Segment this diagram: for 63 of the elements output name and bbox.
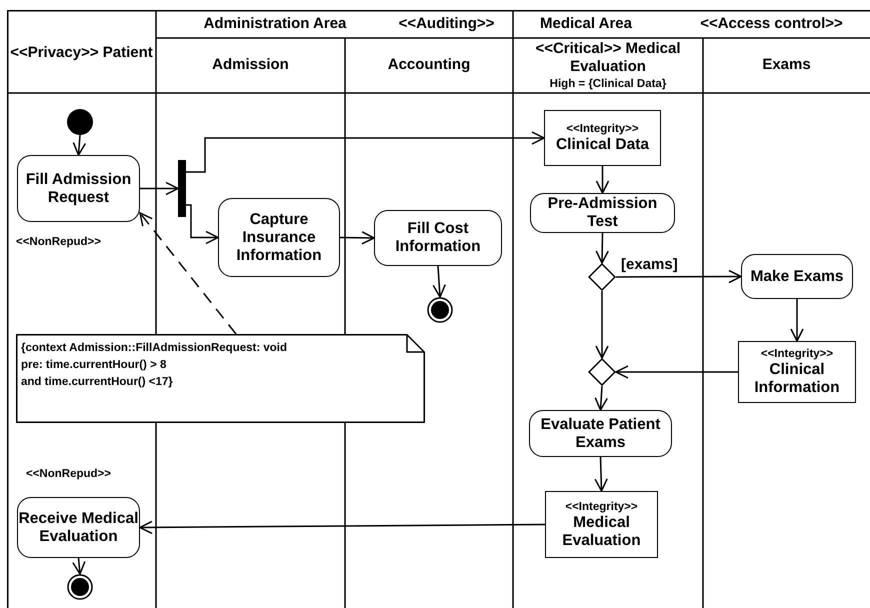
final-node [67,574,93,600]
lane-title: <<Critical>> Medical Evaluation [534,40,682,76]
flow-arrow [594,386,608,411]
final-node [427,297,453,323]
flow-arrow [596,166,610,194]
action-box [218,198,340,277]
dependency-arrow [139,212,237,334]
node-label: Pre-Admission Test [546,195,658,231]
flow-arrow [432,266,446,298]
flow-arrow [616,270,742,284]
lane-group-title: Medical Area [539,15,633,33]
lane-title: <<Privacy>> Patient [9,44,154,62]
flow-arrow [186,131,545,173]
decision-diamond [588,263,616,291]
initial-node [67,109,93,135]
flow-arrow [615,365,738,379]
stereotype-label: <<NonRepud>> [26,467,111,482]
stereotype-label: <<Auditing>> [398,15,496,33]
stereotype-label: <<NonRepud>> [16,235,101,250]
flow-arrow [72,134,86,156]
lane-title: Exams [761,56,812,74]
constraint-text: {context Admission::FillAdmissionRequest: void [21,341,288,356]
stereotype-label: <<Access control>> [699,15,844,33]
object-box [545,491,658,558]
flow-arrow [72,558,86,575]
flow-arrow [595,232,609,264]
node-label: Clinical Data [556,136,650,154]
node-label: Fill Admission Request [24,170,132,206]
node-label: Receive Medical Evaluation [18,510,139,546]
stereotype-label: <<Integrity>> [565,500,638,514]
node-label: Fill Cost Information [394,220,482,256]
lane-group-title: Administration Area [202,15,348,33]
lane-title: Accounting [386,56,472,74]
guard-label: [exams] [620,257,679,273]
security-annotation: High = {Clinical Data} [548,77,668,92]
action-box [529,410,672,457]
flow-arrow [595,291,609,359]
fork-bar [178,160,186,217]
action-box [374,210,502,266]
flow-arrow [340,231,375,245]
action-box [17,155,140,222]
node-label: Clinical Information [753,361,841,397]
constraint-text: and time.currentHour() <17} [21,375,174,390]
flow-arrow [139,520,545,534]
stereotype-label: <<Integrity>> [566,122,639,136]
flow-arrow [790,299,804,342]
object-box [544,110,661,166]
flow-arrow [140,182,179,196]
constraint-note [16,334,425,423]
flow-arrow [186,204,219,244]
node-label: Make Exams [750,268,844,286]
action-box [17,497,140,558]
node-label: Evaluate Patient Exams [540,416,662,452]
stereotype-label: <<Integrity>> [760,347,834,361]
flow-arrow [594,456,608,492]
constraint-text: pre: time.currentHour() > 8 [21,358,168,373]
decision-diamond [588,358,616,386]
object-box [738,341,856,403]
lane-title: Admission [211,56,290,74]
action-box [530,193,675,233]
node-label: Medical Evaluation [561,514,642,550]
node-label: Capture Insurance Information [235,210,323,264]
action-box [741,254,853,299]
